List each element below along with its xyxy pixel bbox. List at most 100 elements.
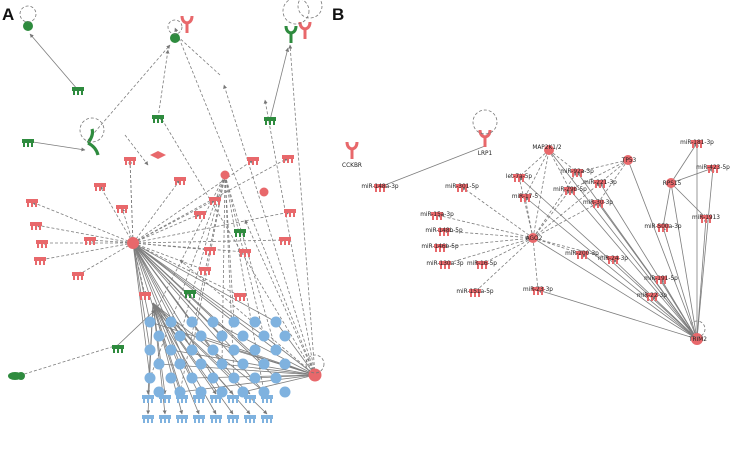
network-edge	[662, 226, 698, 340]
mirna-node-up	[34, 257, 46, 265]
panel-letter-b: B	[332, 5, 344, 24]
network-edge	[32, 141, 86, 152]
gene-node-up	[259, 187, 269, 197]
network-edge	[224, 174, 236, 323]
network-edge	[576, 171, 698, 340]
gene-node-blue	[186, 372, 198, 384]
network-edge	[132, 242, 265, 337]
mirna-node-mir-301	[456, 184, 468, 192]
gene-node-blue	[216, 386, 228, 398]
node-label: miR-221-3p	[583, 180, 617, 186]
network-edge	[263, 335, 316, 376]
node-label: miR-191-5p	[644, 276, 678, 282]
node-label: miR-23-3p	[523, 287, 553, 293]
network-edge	[124, 134, 149, 166]
network-edge	[117, 309, 156, 346]
mirna-node-up	[30, 222, 42, 230]
network-edge	[77, 242, 134, 276]
network-edge	[524, 149, 550, 198]
network-edge	[89, 238, 134, 244]
gene-node-blue	[216, 358, 228, 370]
kinase-node-up	[150, 151, 166, 159]
gene-node-blue	[258, 386, 270, 398]
node-label: CCKBR	[342, 163, 362, 169]
mirna-node-mir-30	[592, 200, 604, 208]
network-edge	[532, 237, 540, 291]
network-edge	[179, 174, 226, 337]
node-label: miR-151a-5p	[456, 289, 494, 295]
mirna-node-down	[184, 290, 196, 298]
network-edge	[537, 289, 698, 340]
gene-node-blue	[174, 386, 186, 398]
network-edge	[569, 189, 698, 340]
gene-node-blue	[195, 386, 207, 398]
panel-a-nodes	[8, 0, 325, 423]
node-label: miR-500a-3p	[644, 224, 682, 230]
self-loop	[79, 117, 105, 143]
network-edge	[233, 349, 316, 376]
mirna-node-mir-92a	[571, 169, 583, 177]
gene-node-blue	[270, 316, 282, 328]
mirna-node-down	[264, 117, 276, 125]
gene-node-blue	[153, 386, 165, 398]
mirna-node-down	[112, 345, 124, 353]
network-edge	[99, 185, 134, 244]
mirna-node-blue	[244, 415, 256, 423]
node-label: miR-92a-3p	[560, 169, 594, 175]
gene-node-blue	[186, 344, 198, 356]
gene-node-blue	[144, 372, 156, 384]
receptor-node-up	[180, 15, 194, 33]
network-edge	[179, 259, 316, 376]
node-label: let-7a-5p	[506, 174, 533, 180]
network-edge	[670, 142, 698, 184]
gene-node-blue	[249, 372, 261, 384]
mirna-node-up	[36, 240, 48, 248]
mirna-node-mir-23	[532, 287, 544, 295]
network-edge	[661, 182, 672, 228]
network-edge	[132, 242, 147, 296]
mirna-node-blue	[261, 415, 273, 423]
network-edge	[132, 242, 211, 252]
gene-node-blue	[237, 330, 249, 342]
mirna-node-up	[194, 211, 206, 219]
network-edge	[178, 174, 226, 393]
network-edge	[224, 174, 277, 351]
mirna-node-up	[139, 292, 151, 300]
node-label: miR-423-5p	[696, 165, 730, 171]
network-edge	[269, 47, 290, 121]
gene-node-blue	[228, 372, 240, 384]
network-edge	[174, 33, 221, 76]
mirna-node-mir-148a	[374, 184, 386, 192]
mirna-node-up	[279, 237, 291, 245]
mirna-node-up	[247, 157, 259, 165]
network-edge	[132, 242, 277, 323]
node-label: miR-130a-3p	[426, 261, 464, 267]
network-edge	[132, 242, 277, 351]
mirna-node-up	[26, 199, 38, 207]
node-label: miR-24-3p	[598, 256, 628, 262]
gene-node-blue	[174, 330, 186, 342]
gene-node-tp53	[623, 155, 633, 165]
node-label: miR-30-3p	[583, 200, 613, 206]
mirna-node-up	[209, 197, 221, 205]
mirna-node-mir-500	[657, 224, 669, 232]
network-edge	[132, 238, 286, 244]
mirna-node-blue	[142, 395, 154, 403]
network-edge	[696, 167, 715, 340]
gene-node-blue	[279, 386, 291, 398]
mirna-node-mir-15a	[431, 212, 443, 220]
network-edge	[532, 202, 599, 239]
node-label: miR-22-3p	[637, 293, 667, 299]
gene-node-blue	[270, 372, 282, 384]
network-edge	[242, 374, 316, 394]
network-edge	[481, 237, 534, 265]
mirna-node-mir-22	[646, 293, 658, 301]
node-label: miR-301-5p	[445, 184, 479, 190]
mirna-node-down	[234, 229, 246, 237]
mirna-node-mir-423	[707, 165, 719, 173]
mirna-node-mir-1913	[700, 215, 712, 223]
node-label: miR-181-3p	[680, 140, 714, 146]
gene-node-blue	[144, 344, 156, 356]
mirna-node-up	[84, 237, 96, 245]
